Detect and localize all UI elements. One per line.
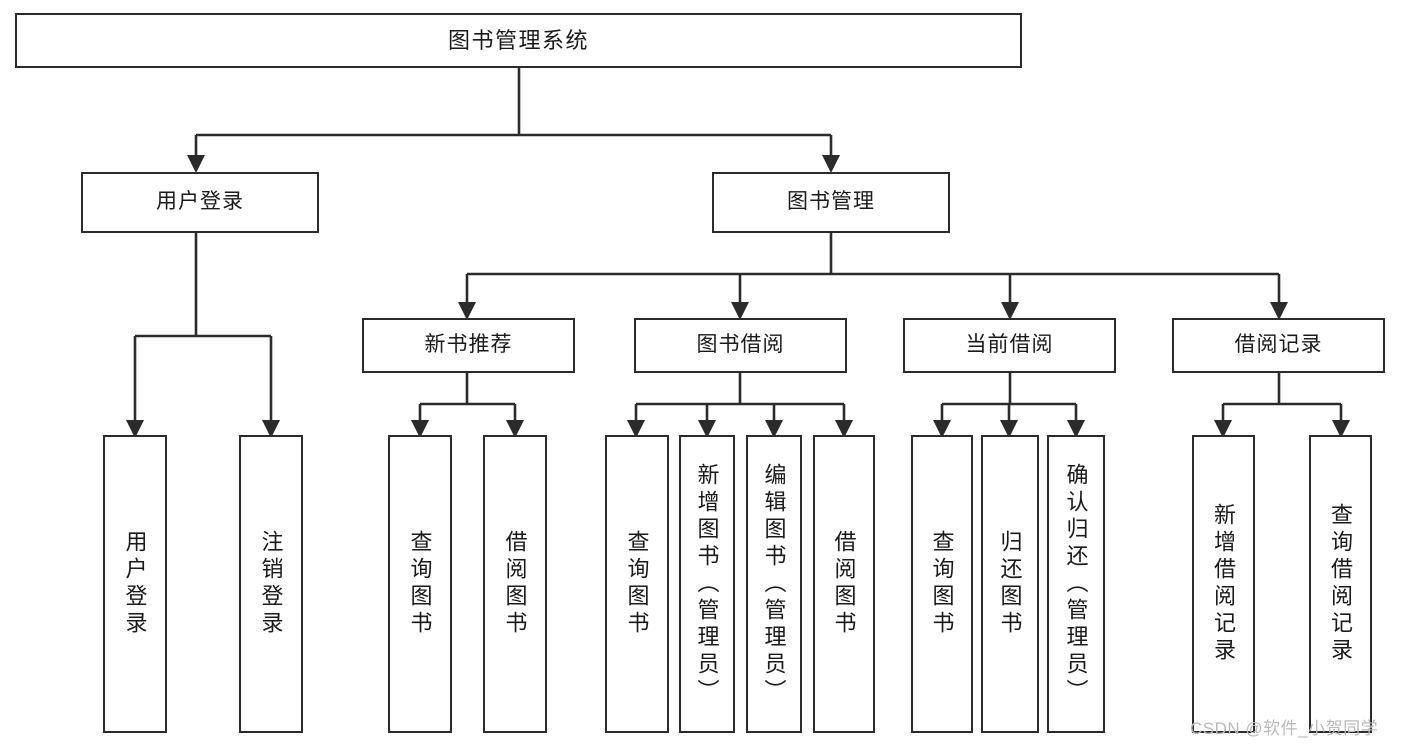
node-label: 借阅图书: [502, 530, 528, 638]
node-new-book-recommend[interactable]: 新书推荐: [362, 318, 575, 373]
leaf-confirm-return-admin[interactable]: 确认归还（管理员）: [1047, 435, 1105, 733]
node-book-management[interactable]: 图书管理: [712, 172, 950, 233]
leaf-borrow-books-recommend[interactable]: 借阅图书: [483, 435, 547, 733]
node-label: 图书借阅: [696, 333, 785, 357]
node-label: 新书推荐: [424, 333, 513, 357]
node-current-borrow[interactable]: 当前借阅: [903, 318, 1116, 373]
node-label: 用户登录: [156, 190, 244, 214]
node-label: 查询图书: [929, 530, 955, 638]
leaf-logout[interactable]: 注销登录: [239, 435, 303, 733]
leaf-query-books-borrow[interactable]: 查询图书: [605, 435, 669, 733]
node-label: 用户登录: [122, 530, 148, 638]
node-book-borrow[interactable]: 图书借阅: [634, 318, 847, 373]
node-label: 借阅记录: [1234, 333, 1323, 357]
node-label: 归还图书: [997, 530, 1023, 638]
node-label: 图书管理系统: [447, 27, 589, 53]
leaf-query-books-recommend[interactable]: 查询图书: [388, 435, 452, 733]
leaf-user-login[interactable]: 用户登录: [103, 435, 167, 733]
node-user-login[interactable]: 用户登录: [81, 172, 319, 233]
node-label: 新增借阅记录: [1211, 503, 1237, 665]
node-label: 查询图书: [407, 530, 433, 638]
leaf-edit-book-admin[interactable]: 编辑图书（管理员）: [746, 435, 802, 733]
leaf-return-books[interactable]: 归还图书: [981, 435, 1039, 733]
node-label: 当前借阅: [965, 333, 1054, 357]
node-label: 查询图书: [624, 530, 650, 638]
leaf-add-book-admin[interactable]: 新增图书（管理员）: [679, 435, 735, 733]
leaf-query-borrow-record[interactable]: 查询借阅记录: [1309, 435, 1372, 733]
node-borrow-record[interactable]: 借阅记录: [1172, 318, 1385, 373]
node-label: 新增图书（管理员）: [694, 462, 720, 706]
node-label: 图书管理: [787, 190, 875, 214]
node-label: 确认归还（管理员）: [1063, 462, 1089, 706]
node-label: 编辑图书（管理员）: [761, 462, 787, 706]
node-label: 查询借阅记录: [1328, 503, 1354, 665]
node-label: 注销登录: [258, 530, 284, 638]
node-label: 借阅图书: [831, 530, 857, 638]
leaf-query-books-current[interactable]: 查询图书: [911, 435, 973, 733]
node-root-system[interactable]: 图书管理系统: [15, 13, 1022, 68]
leaf-add-borrow-record[interactable]: 新增借阅记录: [1192, 435, 1255, 733]
leaf-borrow-books[interactable]: 借阅图书: [813, 435, 875, 733]
csdn-watermark: CSDN @软件_小贺同学: [1190, 719, 1379, 738]
